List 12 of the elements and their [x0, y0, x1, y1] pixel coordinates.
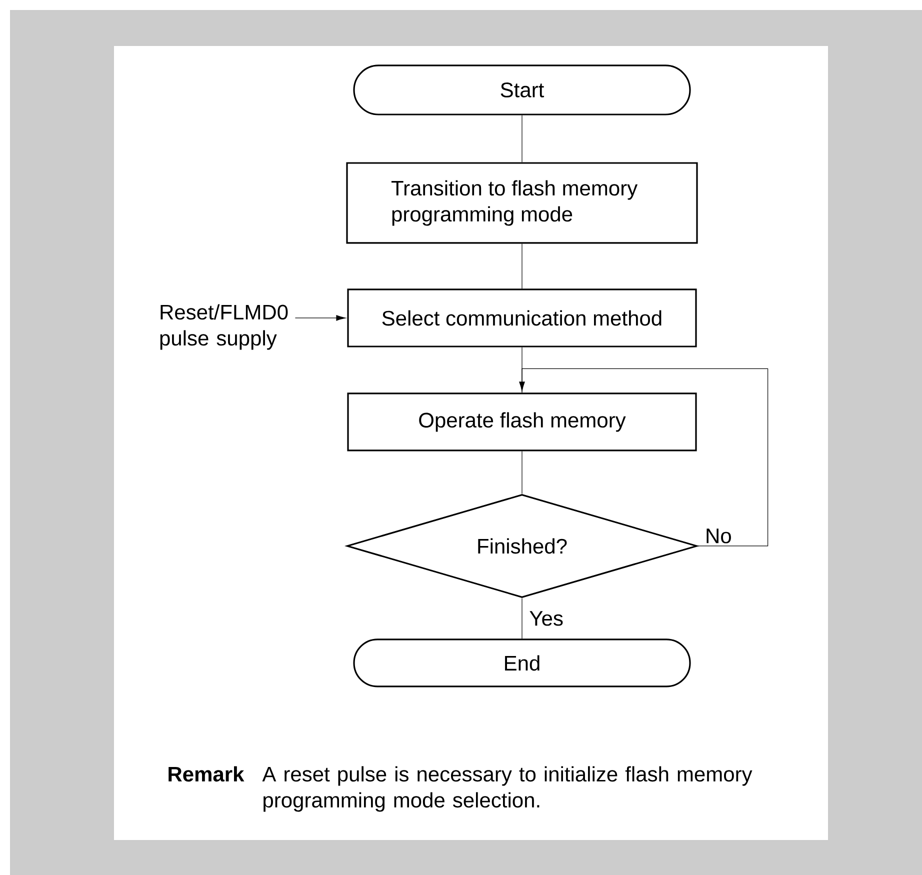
remark-text: A reset pulse is necessary to initialize flash memory programming mode selection. [262, 766, 752, 812]
process-box: Transition to flash memory programming mode [346, 162, 698, 244]
input-label: Reset/FLMD0 pulse supply [160, 304, 288, 350]
start-terminal: Start [353, 64, 691, 116]
end-terminal: End [353, 638, 691, 688]
edge-label: No [704, 528, 733, 544]
connector [294, 315, 346, 321]
process-box: Select communication method [347, 288, 697, 348]
remark-heading: Remark [168, 766, 244, 782]
edge-label: Yes [528, 610, 564, 627]
process-box: Operate flash memory [347, 392, 697, 452]
connector [519, 368, 768, 546]
